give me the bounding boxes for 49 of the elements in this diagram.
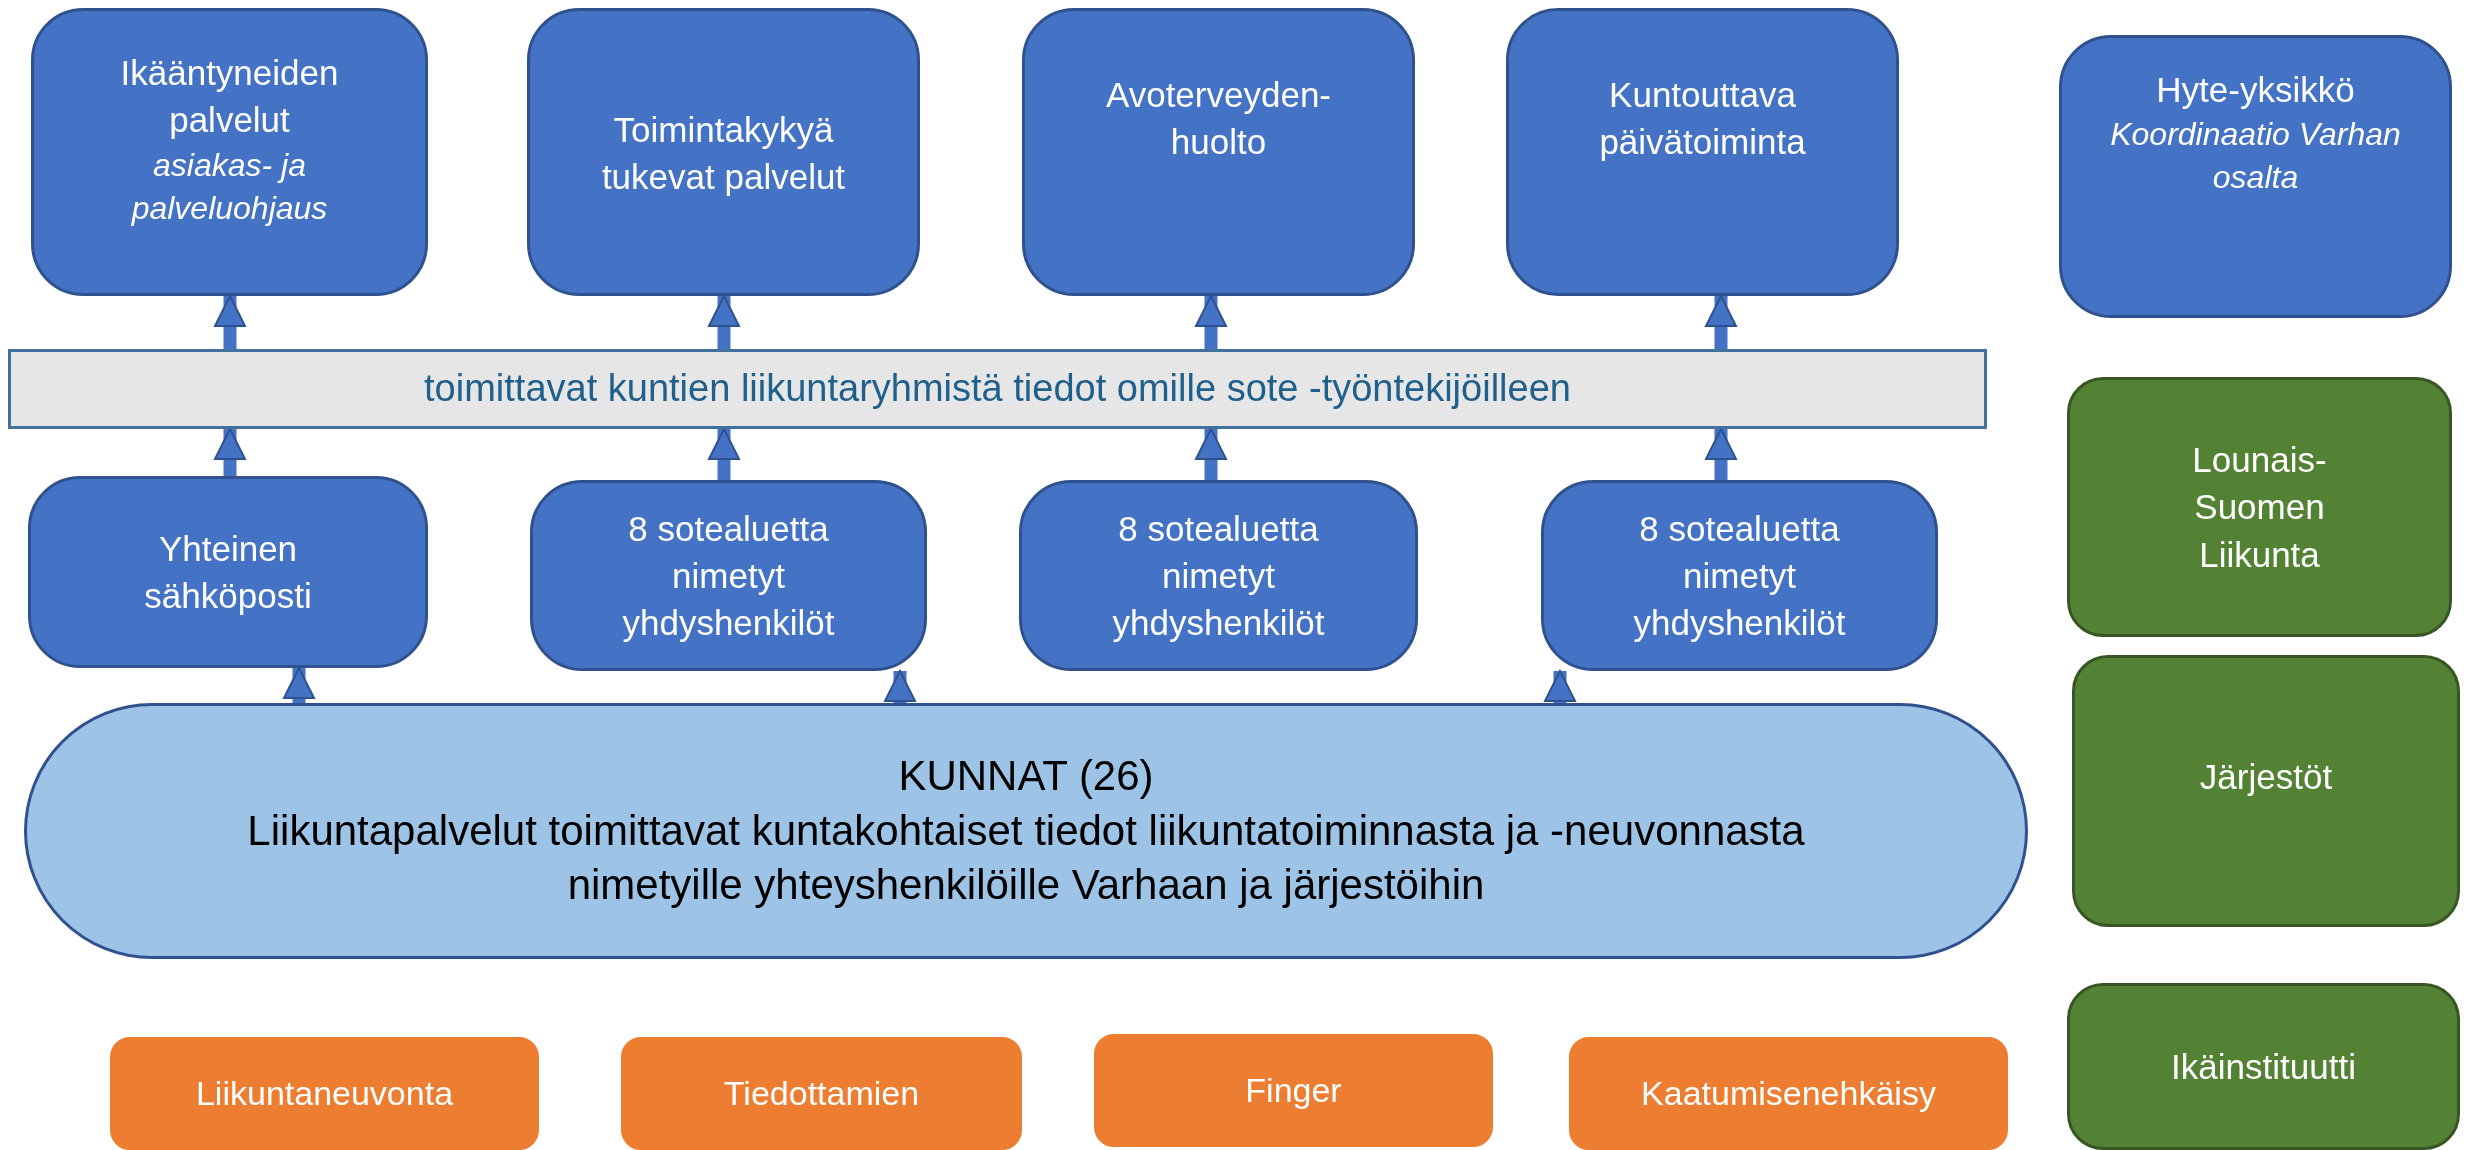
box-title: Kaatumisenehkäisy: [1641, 1072, 1936, 1114]
partner-box: [2067, 377, 2452, 637]
topic-box: [110, 1037, 539, 1150]
box-title: Kuntouttava päivätoiminta: [1598, 74, 1807, 164]
box-title: Tiedottamien: [723, 1072, 920, 1114]
box-title: Yhteinen sähköposti: [143, 527, 313, 617]
arrow: [708, 295, 740, 349]
arrow: [283, 667, 315, 703]
arrow: [1195, 295, 1227, 349]
arrow: [214, 428, 246, 476]
box-subtitle: asiakas- ja palveluohjaus: [130, 145, 329, 228]
service-box: [527, 8, 920, 296]
service-box: [1541, 480, 1938, 671]
box-title: Ikääntyneiden palvelut: [119, 52, 340, 142]
box-description: Liikuntapalvelut toimittavat kuntakohtaiset tiedot liikuntatoiminnasta ja -neuvonnasta nimetyille yhteyshenkilöille Varhaan ja järjestöihin: [246, 805, 1806, 911]
arrow: [884, 670, 916, 703]
service-box: [1019, 480, 1418, 671]
service-box: [1506, 8, 1899, 296]
topic-box: [621, 1037, 1022, 1150]
box-title: Lounais-Suomen Liikunta: [2191, 439, 2328, 576]
arrow: [1195, 428, 1227, 480]
service-box: [2059, 35, 2452, 318]
info-band: [8, 349, 1987, 429]
arrow: [1544, 670, 1576, 703]
box-title: Toimintakykyä tukevat palvelut: [600, 109, 847, 199]
box-title: Avoterveyden-huolto: [1104, 74, 1332, 164]
service-box: [530, 480, 927, 671]
box-title: 8 sotealuetta nimetyt yhdyshenkilöt: [621, 507, 836, 645]
topic-box: [1569, 1037, 2008, 1150]
box-title: Liikuntaneuvonta: [195, 1072, 454, 1114]
box-title: 8 sotealuetta nimetyt yhdyshenkilöt: [1111, 507, 1326, 645]
box-title: Hyte-yksikkö: [2156, 69, 2355, 111]
box-subtitle: Koordinaatio Varhan osalta: [2109, 115, 2402, 198]
box-title: toimittavat kuntien liikuntaryhmistä tiedot omille sote -työntekijöilleen: [424, 366, 1571, 412]
box-title: Ikäinstituutti: [2171, 1045, 2356, 1088]
topic-box: [1094, 1034, 1493, 1147]
arrow: [214, 295, 246, 349]
partner-box: [2072, 655, 2460, 927]
service-box: [31, 8, 428, 296]
arrow: [708, 428, 740, 480]
arrow: [1705, 428, 1737, 480]
box-title: Järjestöt: [2199, 756, 2333, 798]
service-box: [1022, 8, 1415, 296]
box-title: Finger: [1245, 1069, 1342, 1111]
box-title: KUNNAT (26): [898, 751, 1154, 802]
arrow: [1705, 295, 1737, 349]
partner-box: [2067, 983, 2460, 1150]
service-box: [28, 476, 428, 668]
box-title: 8 sotealuetta nimetyt yhdyshenkilöt: [1632, 507, 1847, 645]
